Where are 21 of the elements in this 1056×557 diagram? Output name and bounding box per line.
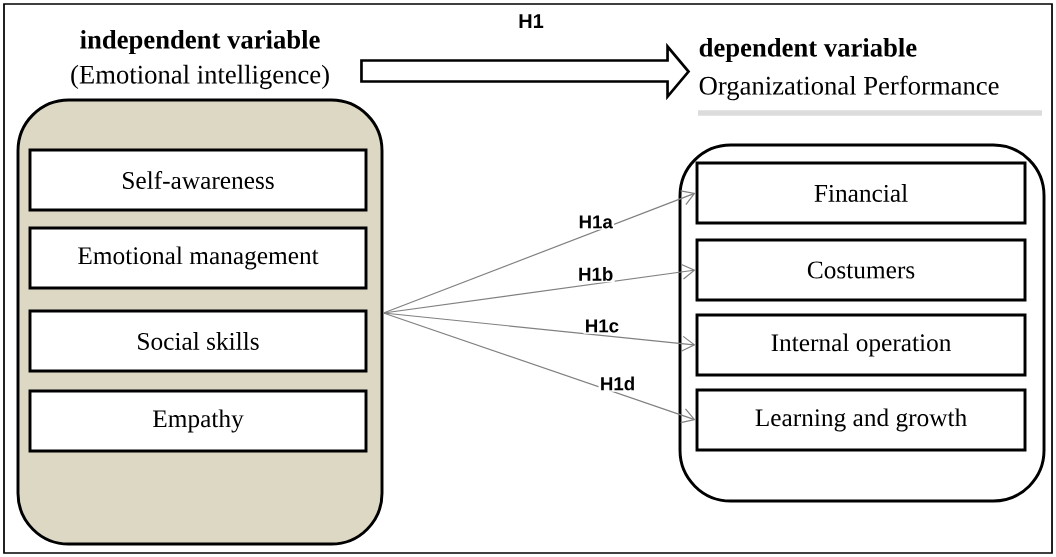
- factor-box: Learning and growth: [695, 388, 1027, 452]
- factor-box: Costumers: [695, 238, 1027, 302]
- edge-label: H1c: [586, 319, 619, 333]
- factor-box: Emotional management: [28, 226, 368, 290]
- factor-box: Internal operation: [695, 313, 1027, 377]
- heading: Organizational Performance: [699, 75, 999, 101]
- edge-label: H1b: [579, 267, 613, 281]
- edge-label: H1: [519, 14, 544, 28]
- edge-label: H1d: [601, 376, 634, 391]
- arrow: [382, 312, 696, 352]
- block-arrow: [360, 42, 691, 101]
- heading: dependent variable: [699, 37, 917, 63]
- arrow: [382, 263, 696, 314]
- factor-box: Self-awareness: [28, 148, 368, 212]
- heading: independent variable: [80, 29, 320, 55]
- factor-box: Social skills: [28, 309, 368, 373]
- factor-box: Financial: [695, 161, 1027, 225]
- edge-label: H1a: [579, 215, 613, 229]
- factor-box: Empathy: [28, 389, 368, 453]
- arrow: [382, 312, 696, 424]
- heading: (Emotional intelligence): [71, 64, 329, 90]
